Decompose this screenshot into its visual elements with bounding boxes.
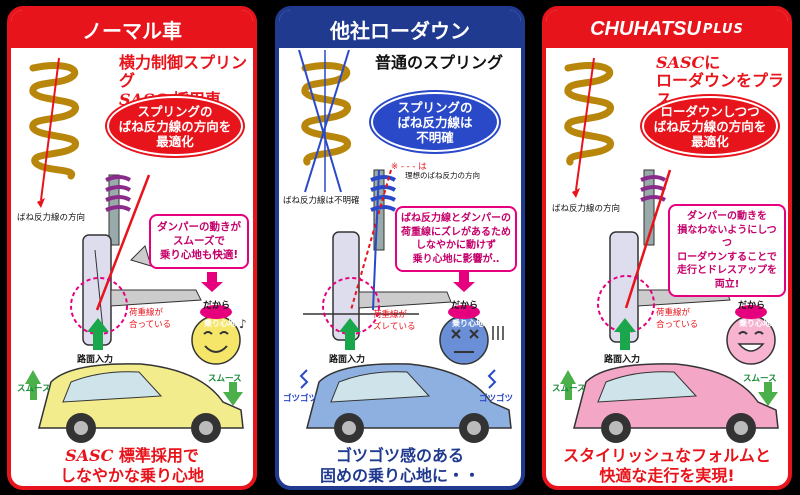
explanation-oval: ローダウンしつつ ばね反力線の方向を 最適化	[642, 96, 778, 156]
bump-right-icon	[487, 369, 497, 389]
smooth-left-label: スムース	[17, 384, 51, 394]
smooth-up-arrow-icon	[25, 370, 41, 400]
reaction-line-label: ばね反力線は不明確	[283, 196, 360, 206]
happy-face-icon: ♪	[191, 315, 247, 365]
panel-header: CHUHATSU PLUS	[546, 10, 788, 48]
smooth-down-arrow-icon	[223, 382, 243, 406]
bottom-caption: ゴツゴツ感のある 固めの乗り心地に・・	[319, 446, 480, 485]
coil-spring-icon	[301, 62, 351, 166]
title: SASCに ローダウンをプラス	[656, 53, 785, 109]
smooth-down-arrow-icon	[758, 382, 778, 406]
svg-text:♪: ♪	[239, 317, 247, 331]
panel-normal-car: ノーマル車 ♪	[7, 6, 257, 490]
ride-badge: 乗り心地	[452, 319, 484, 328]
road-input-label: 路面入力	[604, 355, 641, 365]
road-input-arrow-icon	[614, 318, 636, 350]
sad-face-icon	[439, 315, 504, 365]
smooth-left-label: スムース	[552, 384, 586, 394]
car-icon	[38, 363, 244, 443]
sasc-logo: SASC	[656, 53, 705, 72]
coil-spring-icon	[29, 62, 79, 180]
panel-header: 他社ローダウン	[279, 10, 521, 48]
bump-right-label: ゴツゴツ	[479, 394, 514, 404]
smooth-right-label: スムース	[208, 374, 242, 384]
strut-icon	[332, 169, 452, 341]
smooth-up-arrow-icon	[560, 370, 576, 400]
diagram-art: ♪	[25, 57, 247, 443]
panel-chuhatsu-plus: CHUHATSU PLUS	[542, 6, 792, 490]
smooth-right-label: スムース	[743, 374, 777, 384]
brand-plus: PLUS	[702, 21, 744, 37]
reaction-line-icon	[40, 57, 60, 201]
header-title: ノーマル車	[82, 18, 182, 43]
dakara-label: だから	[738, 301, 766, 311]
brand-logo: CHUHATSU	[590, 17, 701, 40]
explanation-oval: スプリングの ばね反力線は 不明確	[371, 92, 499, 152]
panel-competitor-lowdown: 他社ローダウン	[275, 6, 525, 490]
ride-badge: 乗り心地	[739, 319, 771, 328]
speech-bubble: ダンパーの動きが スムーズで 乗り心地も快適!	[149, 214, 249, 269]
dakara-label: だから	[451, 301, 479, 311]
road-input-arrow-icon	[339, 318, 361, 350]
reaction-line-label: ばね反力線の方向	[552, 204, 621, 214]
load-line-label: 荷重線が 合っている	[656, 308, 699, 330]
speech-bubble: ばね反力線とダンパーの 荷重線にズレがあるため しなやかに動けず 乗り心地に影響…	[395, 206, 517, 272]
ideal-note: 理想のばね反力の方向	[405, 171, 480, 180]
reaction-line-label: ばね反力線の方向	[17, 213, 86, 223]
car-icon	[573, 363, 779, 443]
road-input-label: 路面入力	[329, 355, 366, 365]
coil-spring-icon	[564, 62, 614, 166]
panel-header: ノーマル車	[11, 10, 253, 48]
diagram-art	[298, 49, 512, 443]
road-input-label: 路面入力	[77, 355, 114, 365]
load-line-label: 荷重線が 合っている	[129, 308, 172, 330]
road-input-arrow-icon	[87, 318, 109, 350]
bump-left-label: ゴツゴツ	[283, 394, 318, 404]
car-icon	[306, 363, 512, 443]
bump-left-icon	[299, 369, 309, 389]
title: 普通のスプリング	[375, 53, 504, 72]
ride-badge: 乗り心地	[204, 319, 236, 328]
explanation-oval: スプリングの ばね反力線の方向を 最適化	[107, 96, 243, 156]
header-title: 他社ローダウン	[330, 18, 470, 43]
speech-bubble: ダンパーの動きを 損なわないようにしつつ ローダウンすることで 走行とドレスアッ…	[668, 204, 786, 297]
bottom-caption: SASC 標準採用で しなやかな乗り心地	[59, 446, 204, 485]
bottom-caption: スタイリッシュなフォルムと 快適な走行を実現!	[563, 446, 771, 485]
load-line-label: 荷重線が ズレている	[373, 310, 416, 332]
ideal-note-mark: ※ - - - は	[391, 162, 427, 172]
dakara-label: だから	[203, 301, 231, 311]
strut-icon	[82, 174, 202, 346]
